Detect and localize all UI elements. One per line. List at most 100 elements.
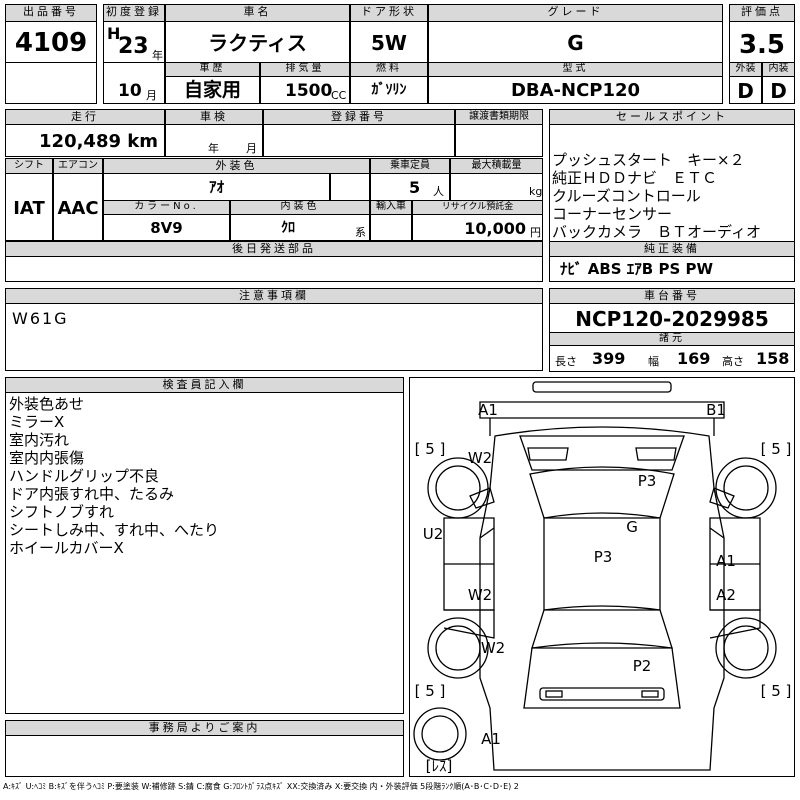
chassis-header: 車台番号	[549, 288, 795, 304]
int-color-value: ｸﾛ	[281, 220, 295, 236]
damage-mark: U2	[423, 525, 444, 543]
model-name-box: ラクティス	[165, 21, 350, 63]
damage-mark: P2	[633, 657, 652, 675]
history-value: 自家用	[183, 79, 241, 101]
model-name-value: ラクティス	[208, 31, 307, 55]
sales-point-5: バックカメラ ＢＴオーディオ	[552, 223, 761, 241]
notes-box: W61G	[5, 303, 543, 371]
history-header: 車歴	[165, 62, 260, 77]
equipment-value: ﾅﾋﾞ ABS ｴｱB PS PW	[560, 260, 714, 278]
inspector-note: 外装色あせ	[9, 395, 85, 413]
year-unit: 年	[152, 49, 163, 62]
model-code-header: 型式	[428, 62, 723, 77]
ext-color-box: ｱｵ	[103, 173, 330, 201]
inspector-note: 室内内張傷	[9, 449, 85, 467]
width-value: 169	[677, 349, 711, 368]
shift-box: IAT	[5, 173, 53, 241]
ext-color-extra-box	[330, 173, 370, 201]
capacity-box: 5 人	[370, 173, 450, 201]
score-box: 3.5	[729, 21, 795, 63]
ext-color-value: ｱｵ	[208, 178, 224, 196]
door-type-header: ドア形状	[350, 4, 428, 22]
first-reg-header: 初度登録	[103, 4, 165, 22]
kg-unit: kg	[529, 185, 543, 198]
mileage-value: 120,489 km	[39, 131, 158, 152]
damage-mark: G	[626, 518, 638, 536]
transfer-doc-box	[455, 124, 543, 157]
color-no-value: 8V9	[150, 219, 183, 237]
sales-point-2: 純正ＨＤＤナビ ＥＴＣ	[552, 169, 718, 187]
damage-mark: [ 5 ]	[415, 682, 446, 700]
listing-no-header: 出品番号	[5, 4, 97, 22]
mileage-box: 120,489 km	[5, 124, 165, 157]
inspector-note: シートしみ中、すれ中、へたり	[9, 521, 220, 539]
capacity-unit: 人	[433, 185, 444, 198]
sales-points-header: セールスポイント	[549, 109, 795, 125]
model-code-box: DBA-NCP120	[428, 76, 723, 104]
later-parts-box	[5, 256, 543, 282]
inspection-header: 車検	[165, 109, 263, 125]
recycle-fee-value: 10,000	[464, 219, 526, 238]
first-reg-month: 10	[118, 81, 142, 101]
sales-point-3: クルーズコントロール	[552, 187, 701, 205]
interior-grade-box: D	[762, 76, 795, 104]
shift-header: シフト	[5, 158, 53, 174]
displacement-box: 1500 CC	[260, 76, 350, 104]
damage-mark: [ 5 ]	[415, 440, 446, 458]
fuel-header: 燃料	[350, 62, 428, 77]
grade-header: グレード	[428, 4, 723, 22]
model-code-value: DBA-NCP120	[510, 80, 641, 101]
int-color-box: ｸﾛ 系	[230, 214, 370, 241]
exterior-grade-value: D	[737, 79, 754, 103]
sales-points-box: プッシュスタート キー×２ 純正ＨＤＤナビ ＥＴＣ クルーズコントロール コーナ…	[549, 124, 795, 242]
damage-mark: B1	[706, 401, 726, 419]
cc-unit: CC	[331, 89, 347, 102]
reg-no-box	[263, 124, 455, 157]
sales-point-1: プッシュスタート キー×２	[552, 151, 745, 169]
int-color-header: 内装色	[230, 200, 370, 215]
damage-mark: W2	[481, 639, 505, 657]
listing-no-box: 4109	[5, 21, 97, 63]
displacement-header: 排気量	[260, 62, 350, 77]
displacement-value: 1500	[285, 81, 333, 101]
capacity-header: 乗車定員	[370, 158, 450, 174]
damage-mark: A1	[478, 401, 498, 419]
recycle-fee-box: 10,000 円	[412, 214, 543, 241]
later-parts-header: 後日発送部品	[5, 241, 543, 257]
max-load-box: kg	[450, 173, 543, 201]
inspection-year-unit: 年	[208, 142, 219, 155]
first-reg-month-box	[103, 62, 165, 104]
chassis-box: NCP120-2029985	[549, 303, 795, 333]
listing-no-blank	[5, 62, 97, 104]
sales-point-4: コーナーセンサー	[552, 205, 673, 223]
inspection-box: 年 月	[165, 124, 263, 157]
inspector-note: ミラーX	[9, 413, 65, 431]
listing-no-value: 4109	[14, 28, 88, 58]
dimensions-box: 長さ 399 幅 169 高さ 158	[549, 345, 795, 372]
color-no-box: 8V9	[103, 214, 230, 241]
inspector-header: 検査員記入欄	[5, 377, 404, 393]
history-box: 自家用	[165, 76, 260, 104]
notes-value: W61G	[12, 309, 69, 328]
damage-mark: W2	[468, 449, 492, 467]
damage-mark: [ 5 ]	[761, 440, 792, 458]
first-reg-era: H	[107, 24, 121, 43]
chassis-value: NCP120-2029985	[575, 307, 769, 331]
shift-value: IAT	[13, 198, 45, 219]
capacity-value: 5	[409, 178, 421, 197]
exterior-grade-header: 外装	[729, 62, 762, 77]
inspector-note: ドア内張すれ中、たるみ	[9, 485, 175, 503]
inspector-note: ホイールカバーX	[9, 539, 124, 557]
damage-mark: W2	[468, 586, 492, 604]
door-type-box: 5W	[350, 21, 428, 63]
first-reg-year: 23	[118, 34, 149, 59]
color-no-header: カラーNo.	[103, 200, 230, 215]
interior-grade-value: D	[770, 79, 787, 103]
ext-color-header: 外装色	[103, 158, 370, 174]
office-header: 事務局よりご案内	[5, 720, 404, 736]
transfer-doc-header: 譲渡書類期限	[455, 109, 543, 125]
recycle-fee-header: リサイクル預託金	[412, 200, 543, 215]
yen-unit: 円	[530, 226, 541, 239]
ac-header: エアコン	[53, 158, 103, 174]
